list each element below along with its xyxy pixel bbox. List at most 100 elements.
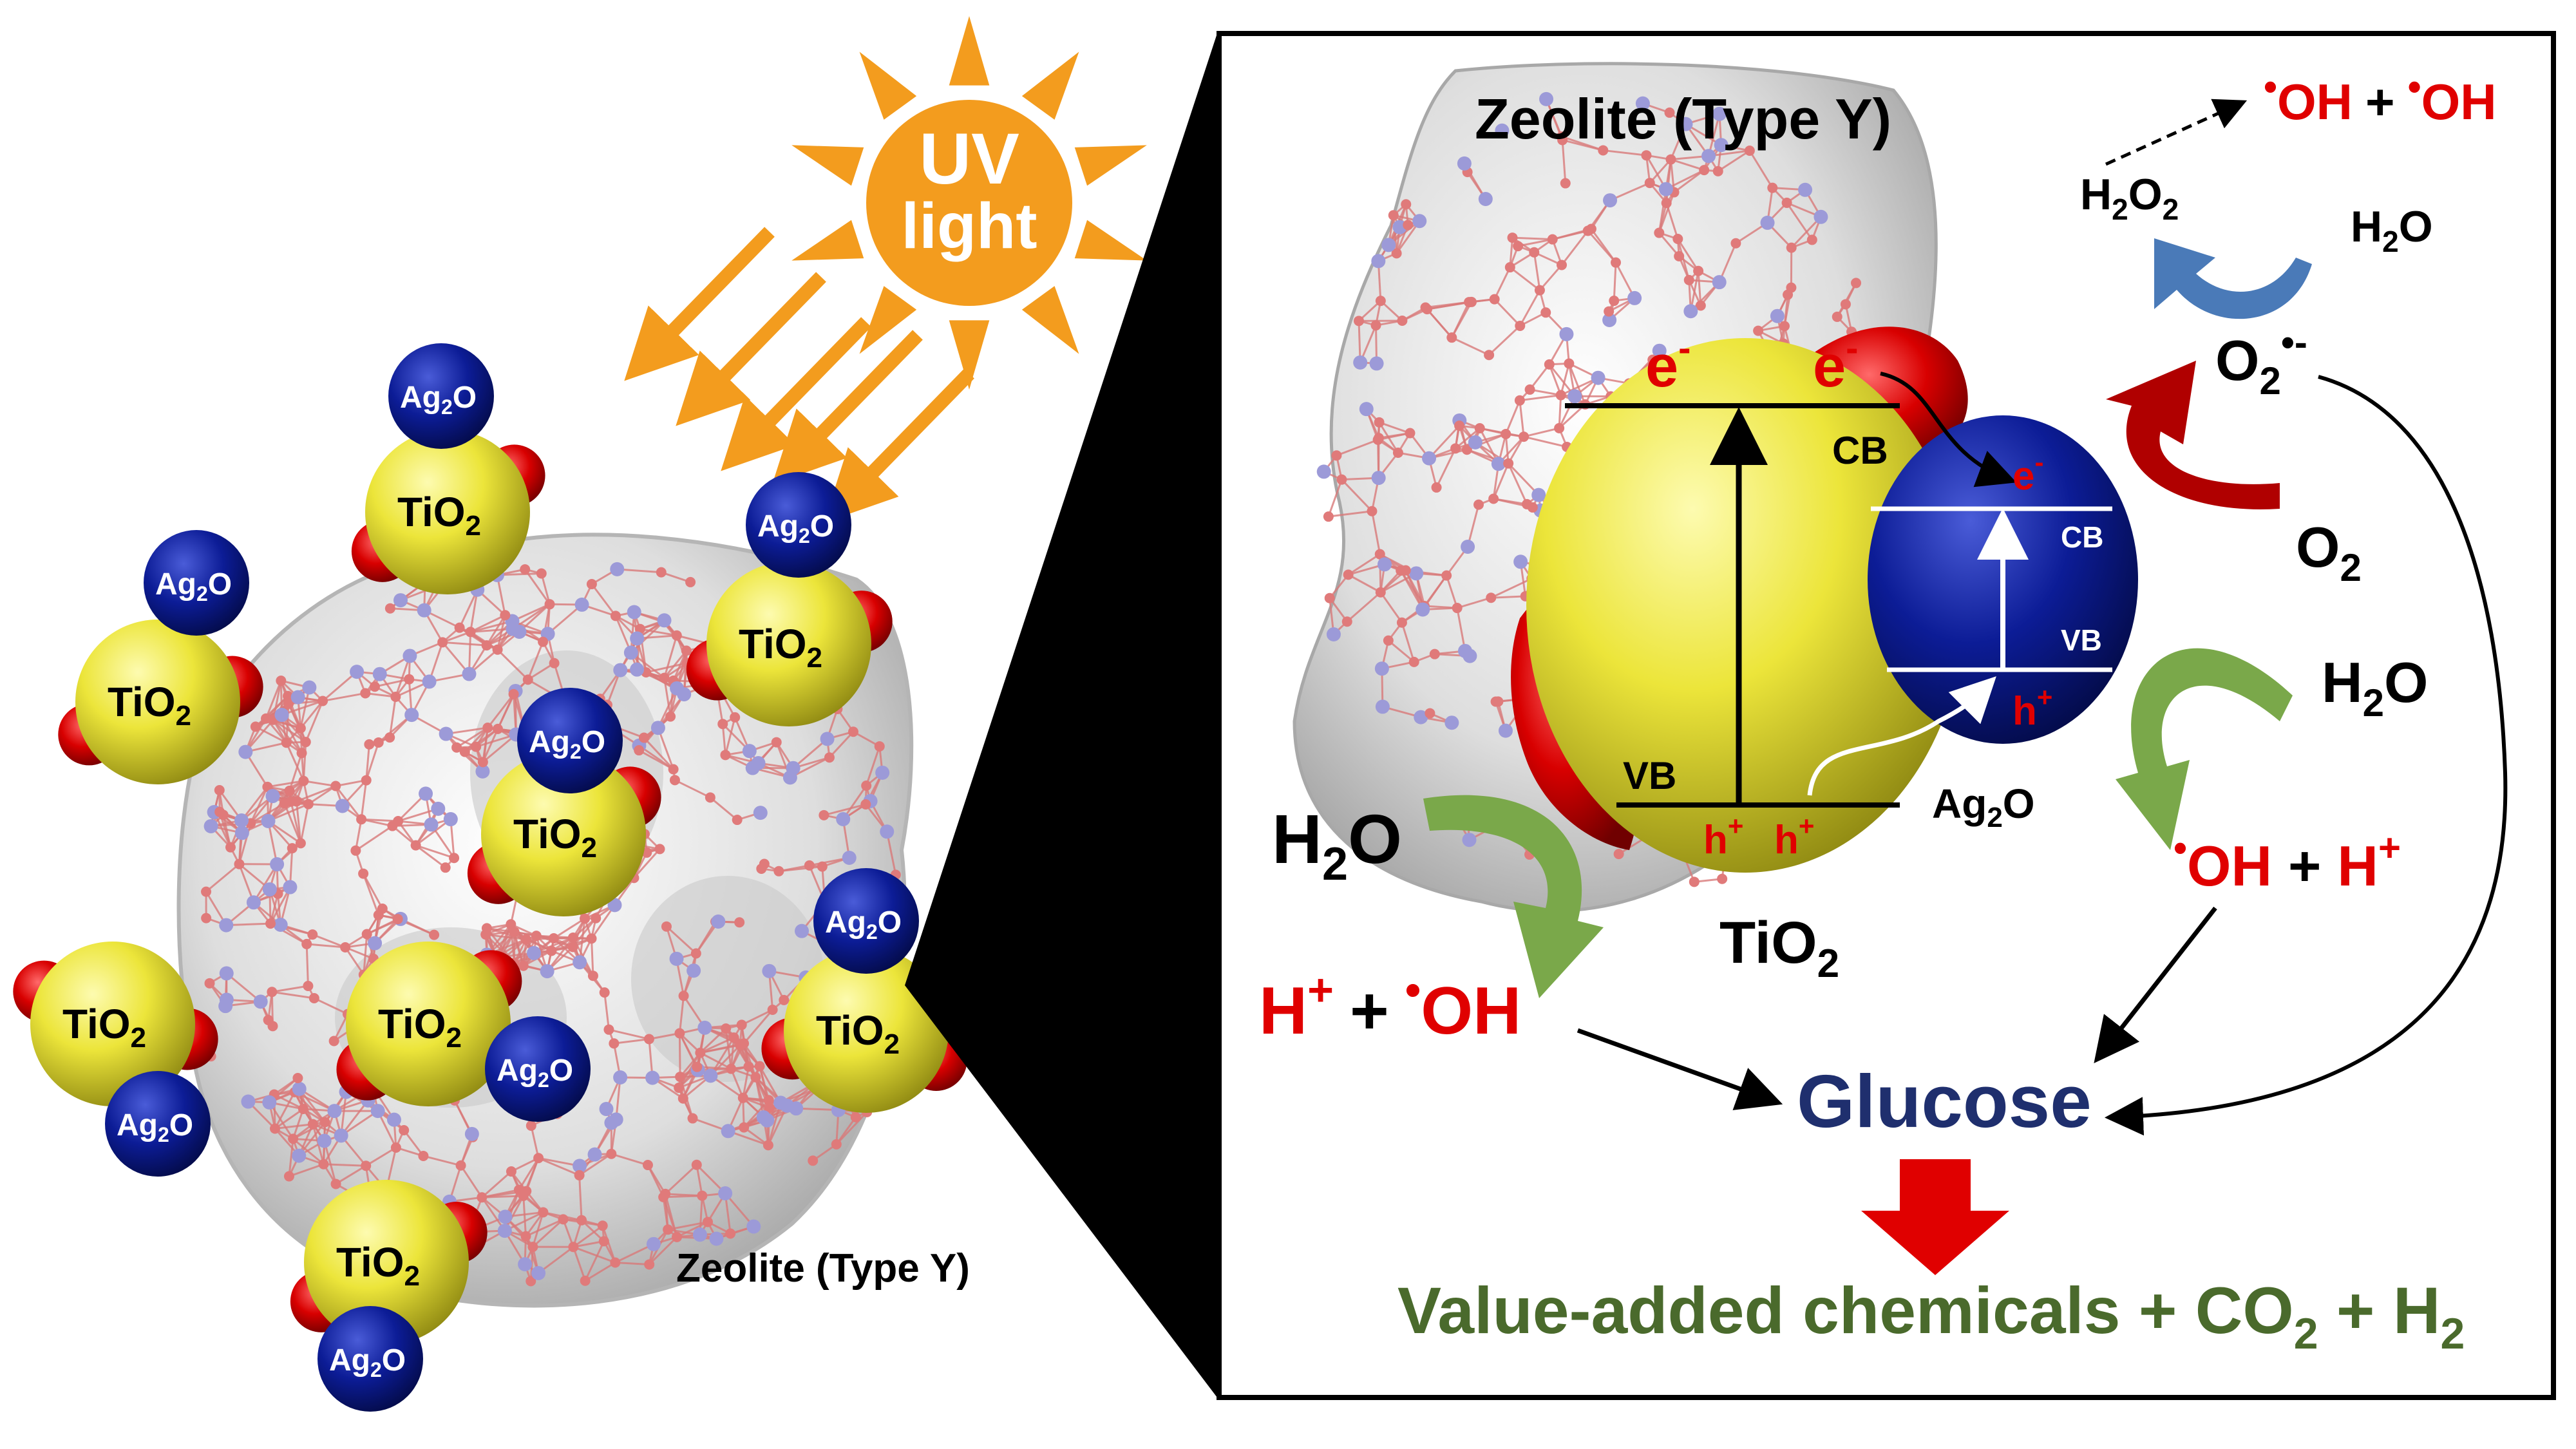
lattice-atom: [1316, 464, 1331, 479]
lattice-bond: [1327, 479, 1343, 517]
lattice-atom: [292, 1073, 303, 1084]
lattice-atom: [265, 918, 276, 929]
lattice-bond: [365, 742, 380, 781]
lattice-bond: [1347, 553, 1381, 576]
light-label: light: [901, 190, 1037, 262]
lattice-bond: [497, 694, 515, 730]
lattice-bond: [657, 727, 675, 770]
lattice-bond: [377, 714, 413, 744]
lattice-atom: [1674, 251, 1685, 261]
lattice-atom: [730, 712, 741, 723]
lattice-atom: [526, 1276, 536, 1287]
lattice-atom: [1514, 395, 1525, 406]
lattice-bond: [572, 1246, 587, 1282]
lattice-atom: [1513, 241, 1524, 252]
lattice-atom: [1609, 296, 1620, 307]
electron-label-1: e-: [1645, 327, 1691, 399]
lattice-bond: [335, 779, 367, 787]
ag2o-label: Ag2O: [825, 905, 902, 943]
lattice-atom: [1414, 710, 1428, 724]
lattice-atom: [656, 567, 667, 578]
tio2-cb-label: CB: [1832, 429, 1888, 472]
lattice-atom: [645, 1070, 660, 1085]
lattice-atom: [658, 1191, 669, 1202]
lattice-atom: [492, 644, 503, 655]
lattice-atom: [1806, 234, 1817, 245]
lattice-atom: [1374, 417, 1385, 428]
lattice-atom: [1403, 220, 1414, 231]
lattice-bond: [470, 620, 513, 633]
lattice-bond: [274, 1108, 304, 1130]
lattice-bond: [645, 662, 687, 674]
lattice-atom: [508, 688, 519, 699]
lattice-bond: [281, 700, 323, 716]
lattice-bond: [486, 927, 527, 941]
lattice-bond: [609, 1028, 650, 1040]
lattice-atom: [533, 1153, 544, 1164]
lattice-atom: [263, 1014, 274, 1025]
lattice-atom: [567, 942, 578, 952]
lattice-atom: [754, 1061, 765, 1072]
lattice-atom: [437, 637, 448, 648]
lattice-atom: [591, 913, 601, 923]
lattice-atom: [295, 723, 306, 734]
lattice-bond: [743, 1099, 770, 1128]
ag2o-sphere: [485, 1016, 591, 1122]
lattice-atom: [393, 593, 408, 608]
lattice-atom: [690, 948, 701, 959]
tio2-vb-label: VB: [1623, 754, 1676, 797]
lattice-atom: [300, 737, 311, 748]
lattice-atom: [330, 781, 341, 791]
lattice-atom: [691, 1159, 702, 1170]
lattice-bond: [538, 1246, 574, 1274]
lattice-atom: [1714, 138, 1728, 153]
lattice-atom: [817, 861, 828, 872]
lattice-bond: [531, 1212, 544, 1247]
lattice-atom: [1375, 699, 1390, 714]
ag2o-label: Ag2O: [757, 509, 834, 547]
lattice-atom: [1503, 458, 1514, 469]
lattice-bond: [1649, 158, 1672, 184]
lattice-bond: [1548, 364, 1562, 396]
lattice-bond: [504, 1211, 544, 1232]
red-cap-top: [1803, 327, 1968, 464]
lattice-bond: [1558, 395, 1562, 428]
lattice-atom: [1473, 499, 1484, 510]
lattice-atom: [654, 844, 665, 855]
tio2-ag2o-particles: TiO2Ag2OTiO2Ag2OTiO2Ag2OTiO2Ag2OTiO2Ag2O…: [13, 343, 967, 1412]
lattice-atom: [328, 1036, 339, 1046]
lattice-bond: [649, 1032, 680, 1040]
lattice-atom: [283, 690, 294, 701]
lattice-atom: [253, 994, 268, 1009]
tio2-sphere: [365, 430, 530, 594]
tio2-sphere: [481, 752, 646, 916]
lattice-atom: [361, 929, 372, 940]
ag2o-label: Ag2O: [400, 381, 477, 419]
electron-label-2: e-: [1813, 327, 1859, 399]
lattice-bond: [643, 737, 674, 770]
lattice-atom: [459, 746, 470, 757]
lattice-atom: [1431, 482, 1442, 493]
lattice-atom: [630, 631, 645, 646]
lattice-bond: [292, 1108, 305, 1139]
lattice-atom: [1420, 302, 1431, 313]
lattice-bond: [1530, 388, 1561, 397]
lattice-bond: [365, 744, 370, 781]
lattice-atom: [751, 755, 766, 770]
lattice-atom: [721, 1124, 735, 1139]
lattice-atom: [262, 1095, 277, 1110]
tio2-sphere: [784, 948, 949, 1113]
lattice-atom: [1770, 308, 1785, 323]
lattice-atom: [836, 811, 851, 826]
lattice-bond: [322, 670, 358, 702]
lattice-atom: [643, 1034, 654, 1045]
lattice-atom: [613, 663, 628, 677]
dark-red-curved-arrow: [2106, 361, 2280, 509]
lattice-atom: [261, 813, 276, 828]
lattice-atom: [808, 1155, 819, 1166]
lattice-atom: [317, 696, 328, 706]
ag2o-sphere: [746, 472, 851, 578]
lattice-bond: [828, 731, 855, 759]
lattice-atom: [677, 687, 692, 702]
lattice-atom: [482, 723, 493, 734]
